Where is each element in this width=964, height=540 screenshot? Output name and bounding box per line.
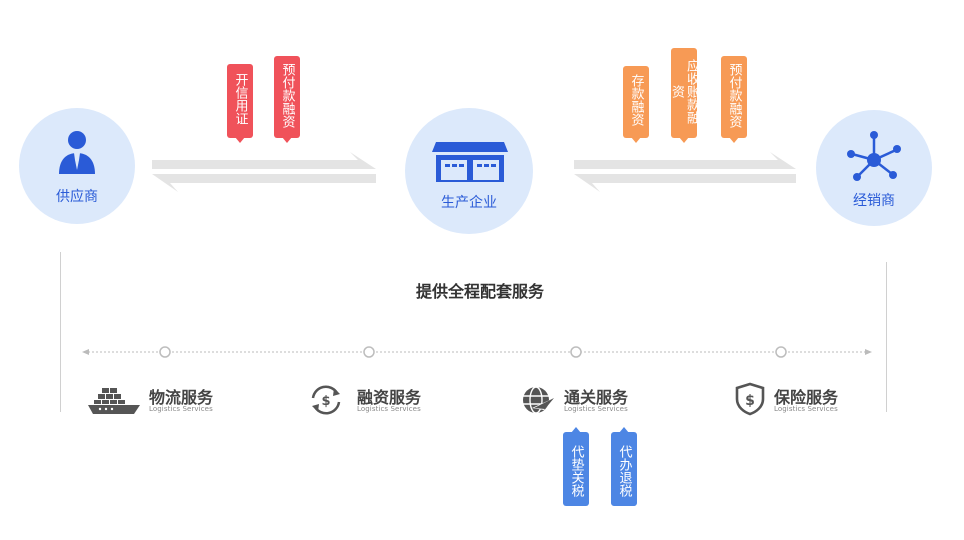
timeline-dot-logistics xyxy=(159,346,171,358)
service-customs: 通关服务 Logistics Services xyxy=(520,382,680,418)
distributor-node: 经销商 xyxy=(816,110,932,226)
service-insurance: $ 保险服务 Logistics Services xyxy=(734,382,894,418)
network-hub-icon xyxy=(847,131,901,181)
services-heading: 提供全程配套服务 xyxy=(415,282,544,301)
tag-tax-refund-agency: 代办退税 xyxy=(611,427,637,506)
globe-plane-icon xyxy=(523,386,554,414)
distributor-label: 经销商 xyxy=(853,193,895,209)
factory-icon xyxy=(432,142,508,182)
right-flow-arrow xyxy=(574,152,796,192)
timeline-dot-customs xyxy=(570,346,582,358)
service-customs-title: 通关服务 xyxy=(564,388,629,407)
shield-dollar-icon: $ xyxy=(735,382,765,416)
supplier-node: 供应商 xyxy=(19,108,135,224)
service-customs-subtitle: Logistics Services xyxy=(564,405,628,413)
cargo-ship-icon xyxy=(88,388,140,414)
dollar-cycle-icon: $ xyxy=(311,385,341,415)
right-bracket-line xyxy=(886,262,887,412)
service-insurance-title: 保险服务 xyxy=(774,388,839,407)
tag-receivables-financing: 应收账款融资 xyxy=(669,48,699,143)
svg-text:$: $ xyxy=(745,393,755,409)
service-insurance-subtitle: Logistics Services xyxy=(774,405,838,413)
svg-text:$: $ xyxy=(321,394,330,409)
service-financing-subtitle: Logistics Services xyxy=(357,405,421,413)
tag-left-prepayment-financing: 预付款融资 xyxy=(274,56,300,143)
tag-letter-of-credit: 开信用证 xyxy=(227,64,253,143)
tag-deposit-financing: 存款融资 xyxy=(623,66,649,143)
left-flow-arrow xyxy=(152,152,376,192)
service-logistics-subtitle: Logistics Services xyxy=(149,405,213,413)
service-logistics: 物流服务 Logistics Services xyxy=(88,382,248,418)
service-financing-title: 融资服务 xyxy=(357,388,422,407)
manufacturer-node: 生产企业 xyxy=(405,108,533,234)
tag-right-prepayment-financing: 预付款融资 xyxy=(721,56,747,143)
flow-arrows xyxy=(152,152,796,192)
person-icon xyxy=(59,131,95,174)
supplier-label: 供应商 xyxy=(56,189,98,205)
left-bracket-line xyxy=(60,252,61,412)
manufacturer-label: 生产企业 xyxy=(441,195,497,211)
timeline-dot-insurance xyxy=(775,346,787,358)
service-financing: $ 融资服务 Logistics Services xyxy=(308,382,468,418)
tag-advance-customs-duty: 代垫关税 xyxy=(563,427,589,506)
service-timeline xyxy=(82,346,872,358)
service-logistics-title: 物流服务 xyxy=(149,388,214,407)
timeline-dot-financing xyxy=(363,346,375,358)
